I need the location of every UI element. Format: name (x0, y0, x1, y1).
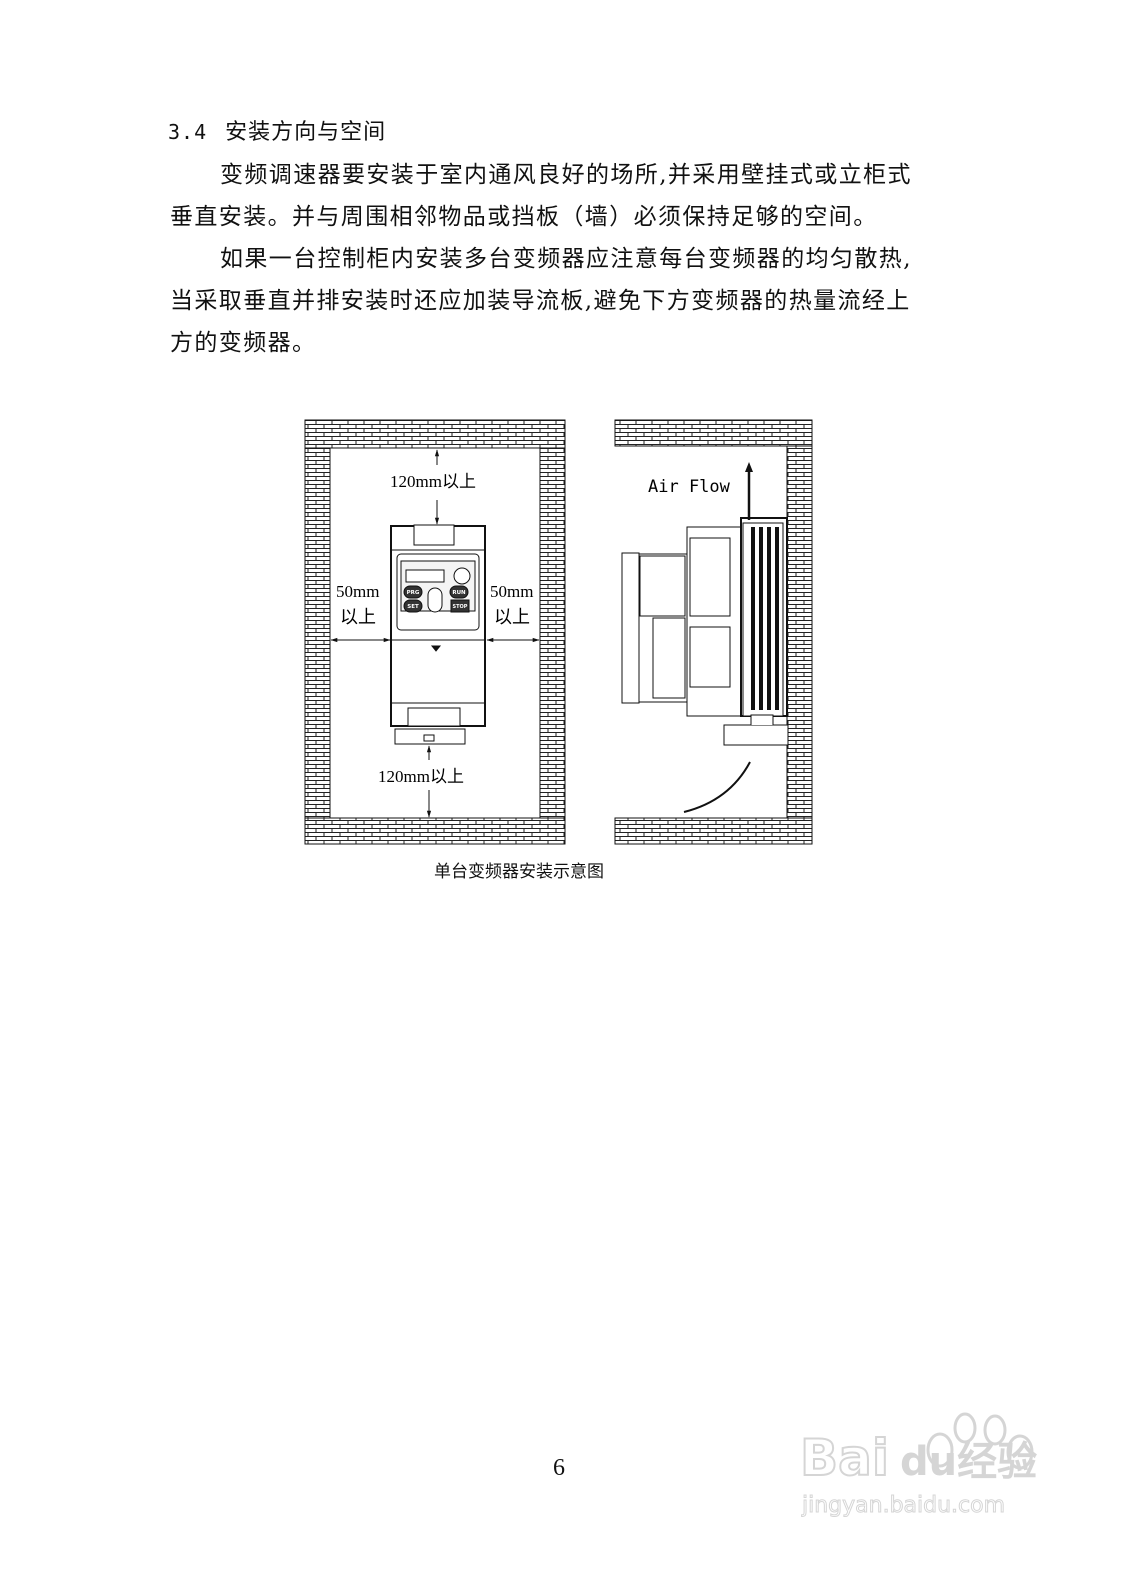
svg-text:Bai: Bai (800, 1429, 889, 1487)
left-clearance-value: 50mm (336, 582, 379, 601)
left-clearance-suffix: 以上 (340, 607, 376, 627)
air-flow-arrow (683, 462, 753, 813)
paragraph-1-line-1: 变频调速器要安装于室内通风良好的场所,并采用壁挂式或立柜式 (220, 162, 912, 188)
right-clearance-value: 50mm (490, 582, 533, 601)
paragraph-2-line-1: 如果一台控制柜内安装多台变频器应注意每台变频器的均匀散热, (220, 246, 912, 272)
page-number: 6 (553, 1455, 565, 1481)
section-heading: 3.4 安装方向与空间 (168, 114, 386, 146)
paragraph-2-line-3: 方的变频器。 (170, 330, 317, 356)
clearance-arrows (330, 449, 540, 818)
baidu-watermark-logo: Bai du经验 jingyan.baidu.com (799, 1412, 1037, 1519)
keypad-button-stop: STOP (453, 604, 468, 610)
air-flow-label: Air Flow (648, 477, 731, 497)
right-clearance-suffix: 以上 (494, 607, 530, 627)
paragraph-2-line-2: 当采取垂直并排安装时还应加装导流板,避免下方变频器的热量流经上 (170, 288, 911, 314)
keypad-button-labels: PRG RUN SET STOP (407, 590, 468, 610)
bottom-clearance-label: 120mm以上 (378, 767, 464, 786)
svg-text:du经验: du经验 (900, 1439, 1037, 1485)
watermark-url: jingyan.baidu.com (801, 1493, 1005, 1518)
section-number: 3.4 (168, 120, 208, 144)
side-view-enclosure (614, 419, 813, 845)
inverter-side-view (621, 517, 789, 746)
installation-diagram: PRG RUN SET STOP 120mm以上 50mm (304, 419, 813, 845)
keypad-button-prg: PRG (407, 590, 420, 596)
paragraph-1-line-2: 垂直安装。并与周围相邻物品或挡板（墙）必须保持足够的空间。 (170, 204, 878, 230)
figure-caption: 单台变频器安装示意图 (434, 862, 604, 882)
keypad-button-set: SET (407, 604, 419, 610)
inverter-front-view (390, 524, 486, 745)
front-view-enclosure (304, 419, 566, 845)
section-title: 安装方向与空间 (225, 120, 387, 145)
top-clearance-label: 120mm以上 (390, 472, 476, 491)
keypad-button-run: RUN (452, 590, 466, 596)
